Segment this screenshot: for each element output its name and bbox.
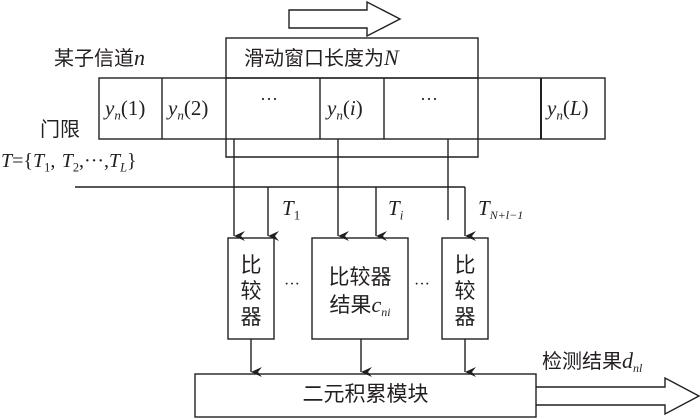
cell-arg: (1) [120,96,146,120]
comparator-gap-ellipsis-1: ··· [284,277,300,293]
comparator-box-middle [311,237,409,340]
threshold-ellipsis: ··· [84,150,105,172]
cell-arg-close: ) [355,96,363,120]
channel-label: 某子信道n [54,47,145,69]
threshold-tap-label-last: TN+l−1 [478,196,524,223]
threshold-label: 门限 [40,119,80,139]
threshold-t1-sym: T [33,150,45,172]
cell-y2: yn(2) [168,98,208,122]
threshold-sep: , [79,150,85,172]
threshold-set-close: } [127,150,137,172]
cell-ellipsis-text: ··· [260,89,278,109]
channel-label-var: n [134,45,145,70]
output-label-text: 检测结果 [542,349,622,373]
comparator-middle-line1: 比较器 [328,265,392,289]
comparator-gap-ellipsis-2: ··· [414,277,430,293]
binary-accumulation-module-box [194,373,537,418]
cell-yL: yn(L) [547,98,589,122]
cell-sym: y [168,96,178,120]
cell-ellipsis-text: ··· [420,89,438,109]
cell-arg-var: L [569,96,582,120]
slide-direction-arrow-icon [288,0,402,38]
threshold-sep: , [50,150,56,172]
channel-label-text: 某子信道 [54,46,134,70]
tap-sub: 1 [293,207,301,223]
threshold-set-eq: ={ [12,150,34,172]
accumulator-label-text: 二元积累模块 [302,382,429,406]
threshold-set: T={T1, T2,···,TL} [1,150,137,174]
window-label-var: N [384,45,399,70]
threshold-sep: , [104,150,110,172]
sliding-window-bracket [225,139,479,158]
cell-sub: n [114,107,121,123]
window-label: 滑动窗口长度为N [244,47,399,69]
cell-ellipsis-2: ··· [420,90,438,108]
comparator-middle-label: 比较器 结果cni [312,263,408,326]
threshold-t1-sub: 1 [44,160,51,175]
cell-yi: yn(i) [327,98,363,122]
sequence-cell-row [98,77,606,140]
cell-arg-close: ) [581,96,589,120]
cell-arg-var: i [349,96,356,120]
comparator-first-line2: 较 [240,279,262,303]
output-label-var: d [622,348,633,373]
threshold-tl-sub: L [120,160,128,175]
cell-sub: n [556,107,563,123]
threshold-tl-sym: T [109,150,121,172]
comparator-first-line1: 比 [240,253,262,277]
output-arrow-icon [536,376,700,416]
comparator-last-line1: 比 [454,253,476,277]
cell-y1: yn(1) [105,98,145,122]
comparator-middle-var: c [371,292,382,317]
threshold-set-lhs: T [1,150,13,172]
comparator-first-line3: 器 [240,305,262,329]
threshold-tap-label-1: T1 [282,198,300,222]
output-label: 检测结果dnl [542,348,643,376]
gap-ellipsis-text: ··· [284,276,300,293]
comparator-middle-line2: 结果cni [312,291,408,326]
comparator-first-label: 比 较 器 [228,252,274,330]
cell-sub: n [336,107,343,123]
cell-sym: y [105,96,115,120]
output-label-sub: nl [633,361,643,376]
cell-ellipsis-1: ··· [260,90,278,108]
comparator-last-line3: 器 [454,305,476,329]
threshold-t2-sym: T [61,150,73,172]
threshold-tap-label-i: Ti [388,198,403,222]
cell-arg-open: ( [562,96,570,120]
cell-arg: (2) [183,96,209,120]
tap-sym: T [478,196,490,220]
comparator-middle-sub: ni [381,305,391,320]
gap-ellipsis-text: ··· [414,276,430,293]
threshold-label-text: 门限 [40,117,80,141]
cell-arg-open: ( [342,96,350,120]
cell-sub: n [177,107,184,123]
comparator-last-label: 比 较 器 [442,252,488,330]
tap-sub: N+l−1 [489,208,524,223]
tap-sym: T [282,196,294,220]
tap-sub: i [399,207,404,223]
accumulator-label: 二元积累模块 [195,384,536,405]
threshold-t2-sub: 2 [72,160,80,175]
window-label-text: 滑动窗口长度为 [244,46,384,70]
comparator-last-line2: 较 [454,279,476,303]
cell-sym: y [547,96,557,120]
tap-sym: T [388,196,400,220]
cell-sym: y [327,96,337,120]
comparator-middle-result-text: 结果 [329,293,372,317]
